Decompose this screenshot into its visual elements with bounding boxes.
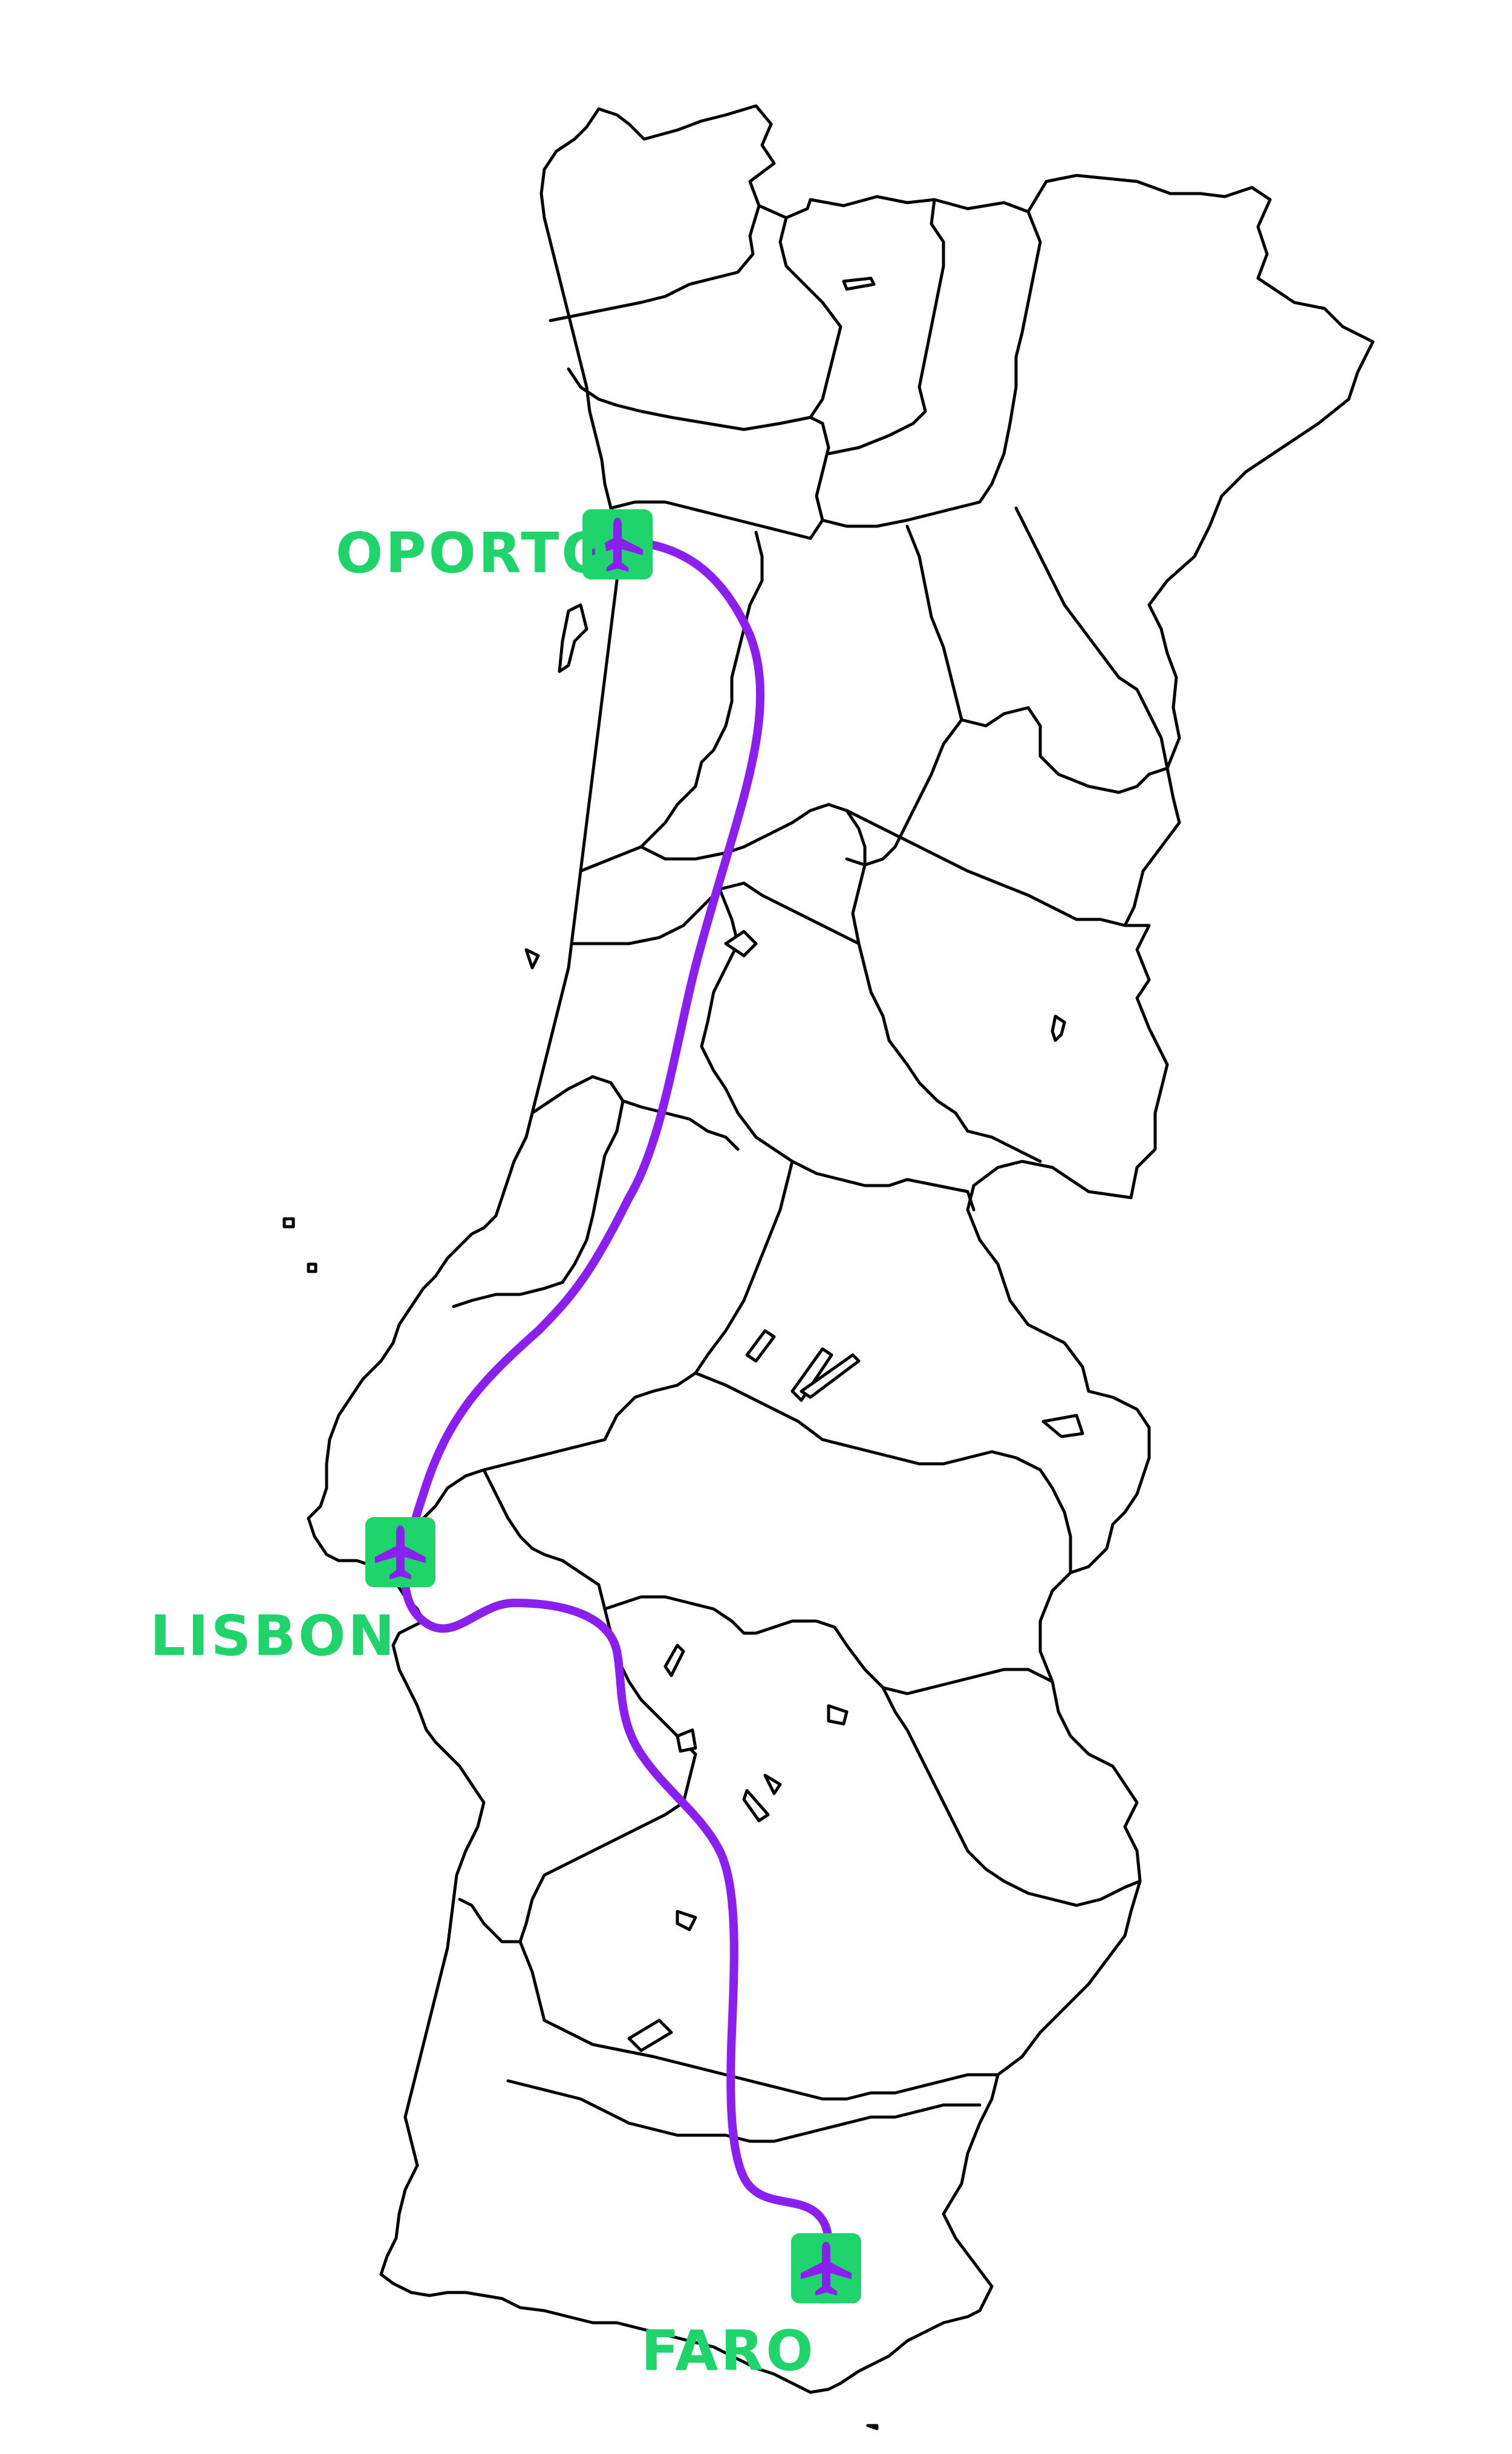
reservoirs	[282, 276, 1084, 2430]
city-label-oporto: OPORTO	[336, 521, 611, 586]
airport-faro[interactable]: FARO	[641, 2233, 861, 2383]
airport-oporto[interactable]: OPORTO	[336, 509, 653, 586]
flight-route	[400, 537, 833, 2270]
city-label-lisbon: LISBON	[150, 1604, 397, 1668]
city-label-faro: FARO	[641, 2319, 816, 2383]
coastline	[307, 104, 1375, 2394]
airport-lisbon[interactable]: LISBON	[150, 1517, 435, 1668]
